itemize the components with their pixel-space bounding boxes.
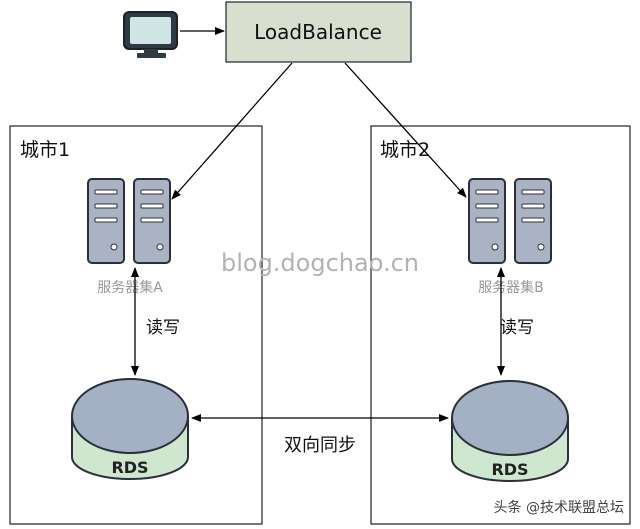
database-b-label: RDS [491, 460, 528, 479]
load-balancer-label: LoadBalance [254, 20, 382, 44]
lb-to-cluster-b-arrow [344, 62, 467, 198]
footer-watermark: 头条 @技术联盟总坛 [494, 499, 624, 516]
server-cluster-a-label: 服务器集A [97, 279, 163, 296]
server-icon [87, 178, 125, 264]
server-cluster-b: 服务器集B [468, 178, 552, 296]
monitor-icon [123, 11, 178, 58]
database-a-label: RDS [111, 458, 148, 477]
city-1-container [9, 125, 263, 525]
server-cluster-b-label: 服务器集B [478, 279, 544, 296]
city-1-title: 城市1 [20, 139, 70, 161]
rw-label-a: 读写 [146, 318, 180, 338]
server-icon [468, 178, 506, 264]
load-balancer: LoadBalance [225, 1, 412, 63]
city-2-container [370, 125, 631, 525]
sync-label: 双向同步 [284, 435, 356, 456]
rw-label-b: 读写 [500, 318, 534, 338]
watermark: blog.dogchao.cn [221, 249, 419, 277]
lb-to-cluster-a-arrow [171, 62, 293, 200]
server-icon [514, 178, 552, 264]
database-icon: RDS [71, 378, 189, 480]
server-cluster-a: 服务器集A [87, 178, 171, 296]
database-icon: RDS [451, 380, 569, 482]
server-icon [133, 178, 171, 264]
city-2-title: 城市2 [380, 139, 430, 161]
